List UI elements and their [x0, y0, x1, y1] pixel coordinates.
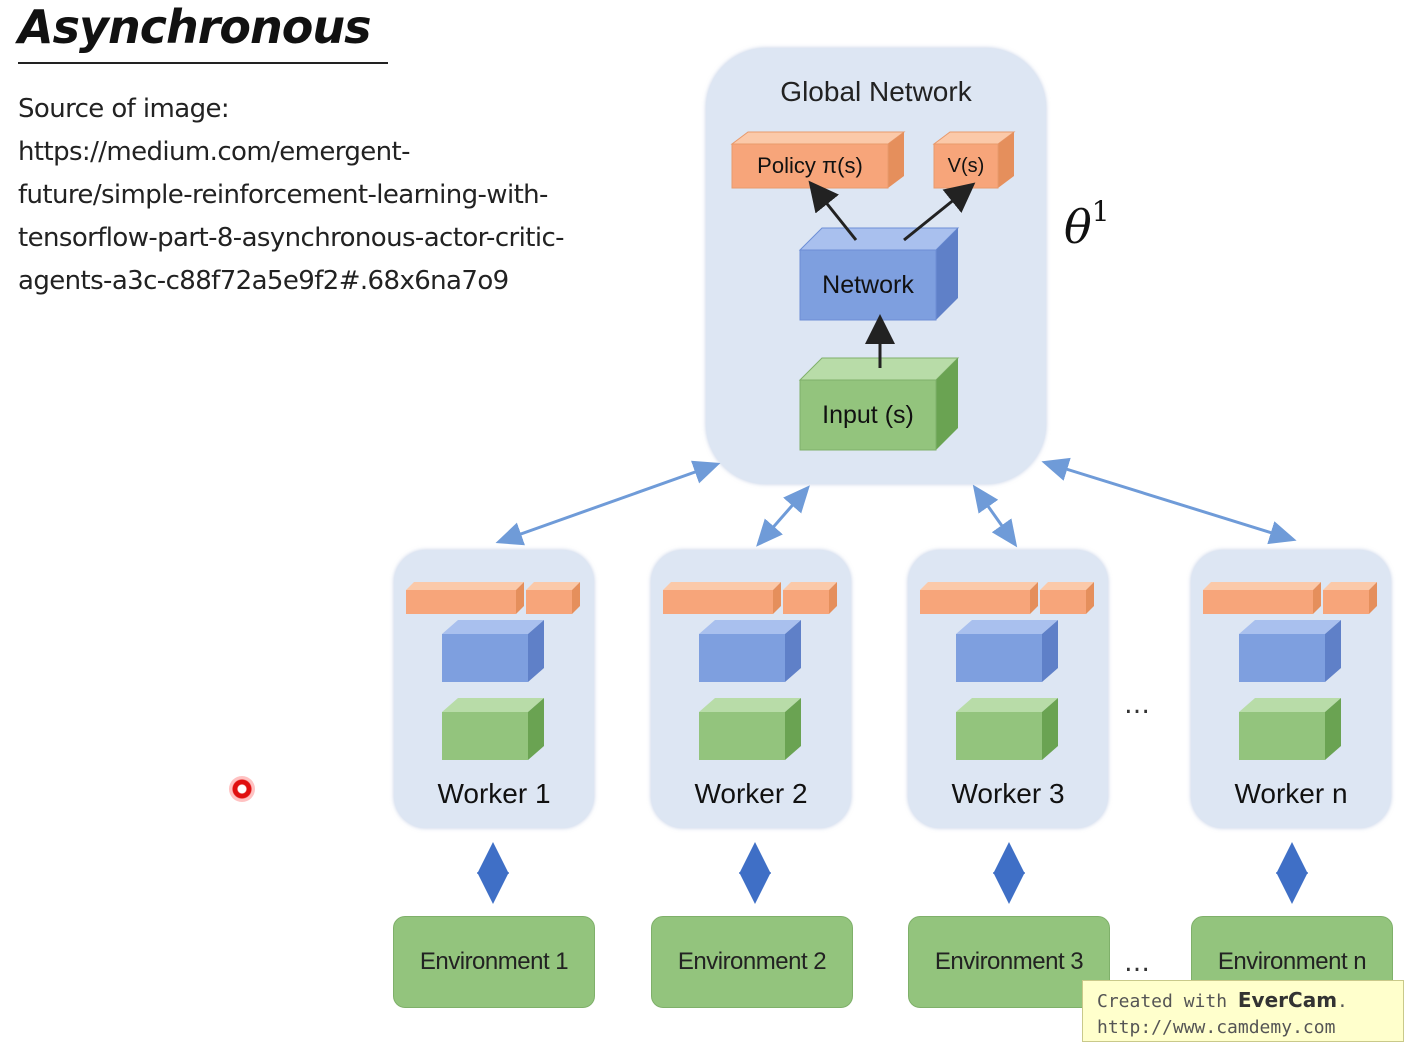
watermark-url[interactable]: http://www.camdemy.com — [1097, 1017, 1336, 1038]
environment-box: Environment 2 — [651, 916, 853, 1008]
worker-label: Worker 3 — [951, 778, 1065, 809]
laser-pointer-icon — [229, 776, 255, 802]
network-to-value-arrow — [903, 182, 976, 242]
value-cube — [932, 131, 1016, 189]
worker-n-cubes — [1203, 582, 1377, 760]
value-label: V(s) — [947, 154, 985, 177]
network-to-policy-arrow — [808, 180, 858, 241]
source-text: Source of image: https://medium.com/emer… — [18, 88, 698, 303]
worker-label: Worker n — [1234, 778, 1348, 809]
policy-label: Policy π(s) — [757, 153, 863, 178]
worker-label: Worker 2 — [694, 778, 808, 809]
source-line: tensorflow-part-8-asynchronous-actor-cri… — [18, 223, 565, 253]
title-underline — [18, 62, 388, 64]
worker-3-cubes — [920, 582, 1094, 760]
environment-box: Environment 3 — [908, 916, 1110, 1008]
theta-symbol: θ1 — [1064, 194, 1110, 254]
input-cube — [798, 357, 960, 451]
environments-ellipsis: … — [1124, 948, 1154, 978]
worker-2-cubes — [663, 582, 837, 760]
global-network-label: Global Network — [780, 76, 972, 107]
input-label: Input (s) — [822, 400, 914, 429]
source-line: agents-a3c-c88f72a5e9f2#.68x6na7o9 — [18, 266, 509, 296]
worker-1-cubes — [406, 582, 580, 760]
sync-arrow-worker-1 — [495, 460, 721, 546]
evercam-watermark[interactable]: Created with EverCam. http://www.camdemy… — [1082, 980, 1404, 1042]
sync-arrow-worker-n — [1041, 457, 1297, 545]
source-line: Source of image: — [18, 94, 230, 124]
sync-arrow-worker-3 — [972, 484, 1018, 548]
network-cube — [798, 227, 960, 321]
network-label: Network — [822, 270, 914, 299]
workers-ellipsis: … — [1124, 690, 1154, 720]
worker-label: Worker 1 — [437, 778, 551, 809]
environment-box: Environment 1 — [393, 916, 595, 1008]
source-line: https://medium.com/emergent- — [18, 137, 411, 167]
sync-arrow-worker-2 — [756, 485, 810, 547]
source-line: future/simple-reinforcement-learning-wit… — [18, 180, 548, 210]
slide-title: Asynchronous — [18, 0, 371, 54]
watermark-line-1: Created with EverCam. — [1097, 988, 1348, 1012]
